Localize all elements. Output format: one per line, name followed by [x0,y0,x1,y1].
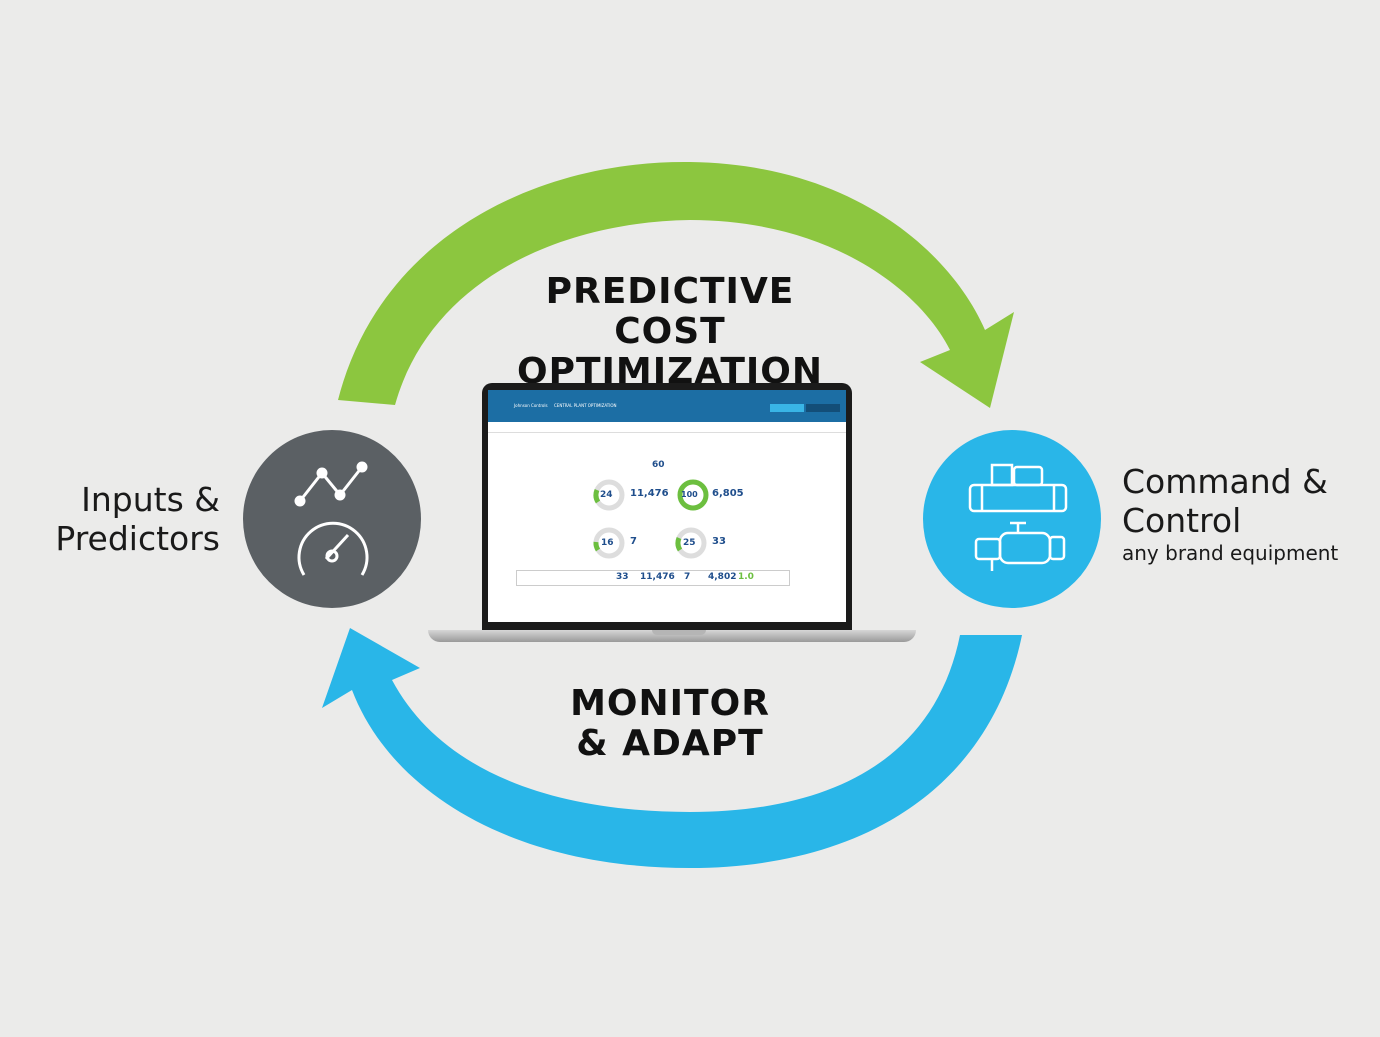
dashboard-brand: Johnson Controls [514,403,548,408]
speedometer-icon [297,521,369,576]
footer-value-4: 4,802 [708,572,737,582]
footer-value-5: 1.0 [738,572,754,582]
dashboard-header: Johnson Controls CENTRAL PLANT OPTIMIZAT… [488,390,846,422]
dashboard-screen: Johnson Controls CENTRAL PLANT OPTIMIZAT… [488,390,846,622]
left-label-line1: Inputs & [81,480,220,519]
chiller-icon [968,463,1068,513]
gauge-2 [677,479,709,511]
gauge-4-percent: 25 [683,538,696,548]
laptop-notch [652,630,706,635]
footer-value-2: 11,476 [640,572,675,582]
right-label-line1: Command & [1122,462,1328,501]
bottom-heading-line2: & ADAPT [576,723,764,764]
dashboard-top-value: 60 [652,460,665,470]
gauge-3-value: 7 [630,536,637,547]
bottom-heading: MONITOR & ADAPT [520,684,820,764]
dashboard-app-title: CENTRAL PLANT OPTIMIZATION [554,403,617,408]
inputs-circle [243,430,421,608]
gauge-2-percent: 100 [681,490,698,499]
gauge-4 [675,527,707,559]
bottom-heading-line1: MONITOR [570,683,770,724]
footer-value-1: 33 [616,572,629,582]
gauge-1 [593,479,625,511]
gauge-1-percent: 24 [600,490,613,500]
command-circle [923,430,1101,608]
gauge-3 [593,527,625,559]
dashboard-footer-row [516,570,790,586]
trend-line-icon [294,461,368,507]
laptop-base [428,630,916,642]
left-label-line2: Predictors [55,519,220,558]
gauge-1-value: 11,476 [630,488,669,499]
gauge-4-value: 33 [712,536,726,547]
top-heading-line2: COST OPTIMIZATION [516,311,823,392]
footer-value-3: 7 [684,572,691,582]
dashboard-advisory-button[interactable] [806,404,840,412]
pump-icon [974,521,1066,571]
right-sublabel: any brand equipment [1122,541,1339,565]
gauge-3-percent: 16 [601,538,614,548]
blue-arrow [322,628,1022,868]
top-heading: PREDICTIVE COST OPTIMIZATION [470,272,870,392]
left-node-label: Inputs & Predictors [40,480,220,558]
gauge-2-value: 6,805 [712,488,744,499]
dashboard-mode-button[interactable] [770,404,804,412]
right-node-label: Command & Control any brand equipment [1122,462,1372,566]
dashboard-nav [488,422,846,433]
right-label-line2: Control [1122,501,1242,540]
green-arrow [338,161,1014,408]
top-heading-line1: PREDICTIVE [545,271,795,312]
